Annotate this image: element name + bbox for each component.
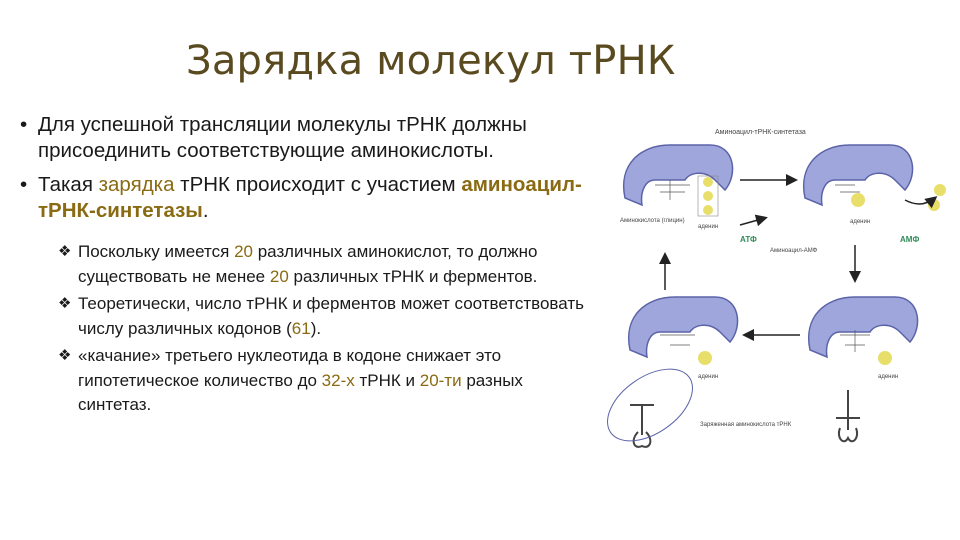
sub-1-number-2: 20	[269, 266, 289, 286]
pyrophosphate	[928, 184, 946, 211]
label-amino-acid: Аминокислота (глицин)	[620, 218, 685, 224]
sub-point-2: ❖ Теоретически, число тРНК и ферментов м…	[58, 292, 590, 341]
sub-3-number-1: 32-х	[321, 370, 355, 390]
sub-3-number-2: 20-ти	[419, 370, 462, 390]
sub-3-text-d: .	[146, 395, 152, 414]
bottom-right-phosphate	[878, 351, 892, 365]
trna-charging-diagram: Аминоацил-тРНК-синтетаза Аминокислота (г…	[607, 129, 946, 448]
sub-point-3: ❖ «качание» третьего нуклеотида в кодоне…	[58, 344, 590, 418]
enzyme-shape-bottom-left	[627, 296, 739, 359]
bullet-1-text: Для успешной трансляции молекулы тРНК до…	[38, 113, 527, 162]
bullet-2-prefix: Такая	[38, 173, 99, 196]
label-adenine-1: аденин	[698, 224, 718, 230]
bullet-dot: •	[20, 173, 28, 196]
enzyme-shape-top-left	[622, 144, 734, 207]
label-charged-trna: Заряженная аминокислота тРНК	[700, 422, 792, 428]
sub-2-text-a: Теоретически, число тРНК и ферментов мож…	[78, 294, 584, 338]
bullet-2-enzyme: аминоацил-тРНК-синтетазы	[38, 173, 582, 222]
bullet-2-suffix: .	[202, 199, 209, 222]
label-aminoacyl-amp: Аминоацил-АМФ	[770, 248, 818, 254]
label-amp: АМФ	[900, 235, 919, 244]
cycle-arrows	[659, 174, 938, 341]
sub-point-1: ❖ Поскольку имеется 20 различных аминоки…	[58, 240, 590, 289]
enzyme-shape-bottom-right	[807, 296, 919, 359]
enzyme-shape-top-right	[802, 144, 914, 207]
molecule-sketches	[655, 180, 870, 352]
content-text: • Для успешной трансляции молекулы тРНК …	[20, 112, 590, 421]
aminoacyl-amp-phosphate	[851, 193, 865, 207]
sub-2-text-b: ).	[310, 318, 322, 338]
bullet-dot: •	[20, 113, 28, 136]
bullet-2: • Такая зарядка тРНК происходит с участи…	[20, 172, 590, 224]
sub-3-text-c: разных синтетаз	[78, 370, 523, 415]
sub-1-text-a: Поскольку имеется	[78, 242, 235, 261]
bottom-left-phosphate	[698, 351, 712, 365]
sub-list: ❖ Поскольку имеется 20 различных аминоки…	[58, 240, 590, 418]
trna-cloverleaf-bottom-right	[836, 390, 860, 443]
diamond-bullet-icon: ❖	[58, 295, 72, 312]
sub-3-text-b: тРНК и	[354, 370, 420, 390]
label-adenine-4: аденин	[878, 374, 898, 380]
label-adenine-2: аденин	[850, 219, 870, 225]
sub-1-number-1: 20	[234, 242, 253, 261]
atp-phosphate-chain	[697, 175, 719, 217]
label-adenine-3: аденин	[698, 374, 718, 380]
bullet-2-accent: зарядка	[98, 173, 175, 196]
label-atp: АТФ	[740, 235, 757, 244]
slide-title: Зарядка молекул тРНК	[186, 38, 676, 84]
label-enzyme: Аминоацил-тРНК-синтетаза	[715, 129, 806, 136]
sub-2-number-1: 61	[291, 318, 311, 338]
trna-cloverleaf-bottom-left	[607, 368, 693, 448]
sub-1-text-b: различных аминокислот, то должно существ…	[78, 242, 538, 286]
bullet-1: • Для успешной трансляции молекулы тРНК …	[20, 112, 590, 164]
sub-3-text-a: «качание» третьего нуклеотида в кодоне с…	[78, 346, 502, 390]
diamond-bullet-icon: ❖	[58, 243, 72, 260]
bullet-2-middle: тРНК происходит с участием	[174, 173, 462, 196]
sub-1-text-c: различных тРНК и ферментов.	[288, 266, 538, 286]
diamond-bullet-icon: ❖	[58, 347, 72, 364]
